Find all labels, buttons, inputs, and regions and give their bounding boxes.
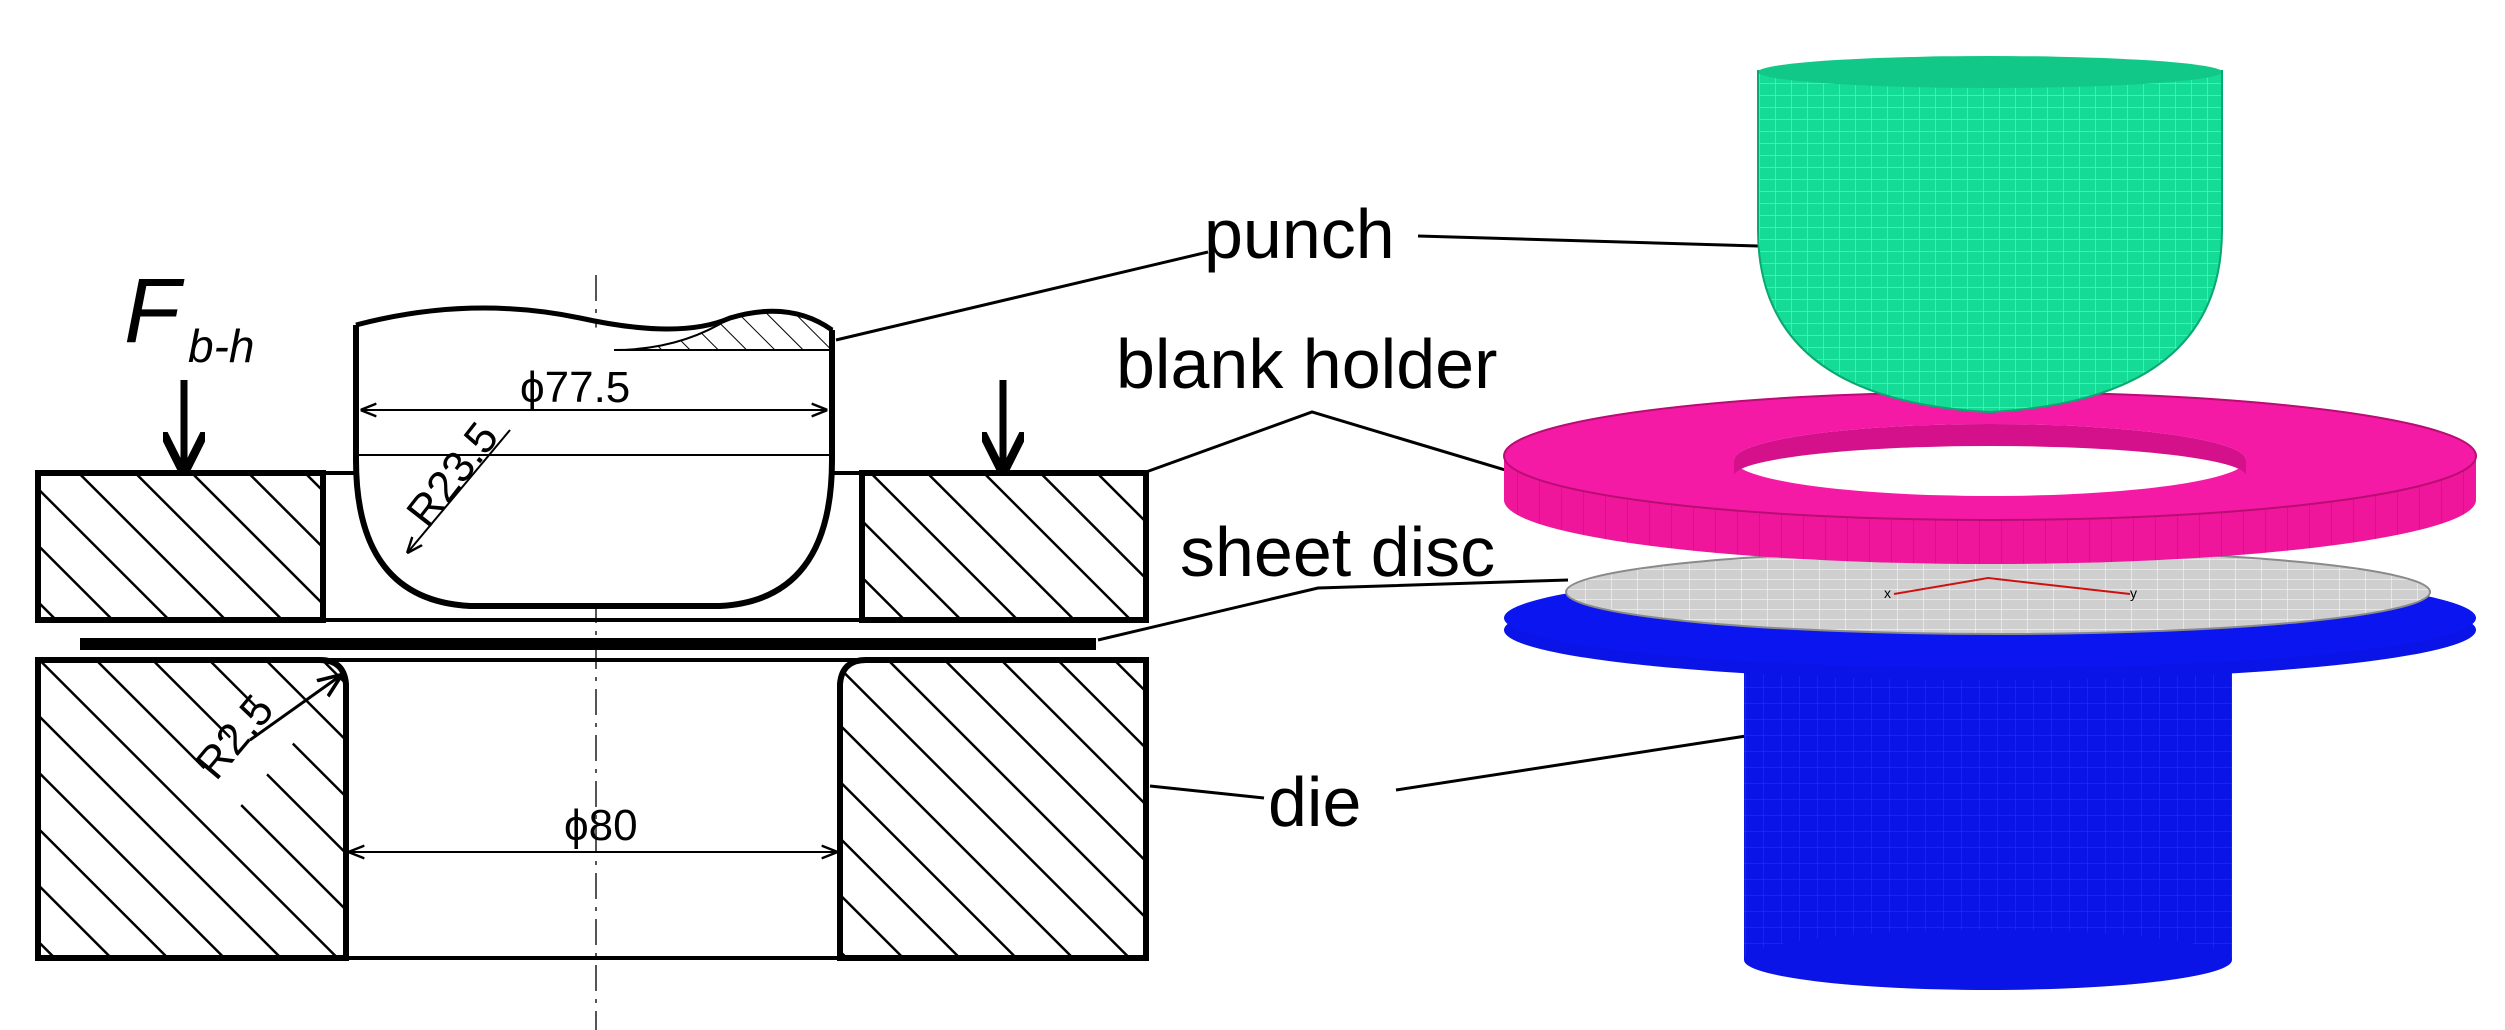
- cross-section-drawing: ϕ77.5 R23.5 F b-h R2.5 ϕ80: [35, 260, 1149, 1030]
- axis-x-label: x: [1884, 585, 1891, 601]
- punch-leader-left: [835, 250, 1209, 342]
- punch-section: [353, 325, 835, 609]
- punch-mesh: [1757, 56, 2223, 414]
- blank-holder-right-section: [859, 470, 1149, 623]
- punch-leader-right: [1417, 234, 1759, 248]
- die-radius-label-backdrop: [186, 690, 310, 824]
- fe-mesh-model: x y: [1503, 56, 2477, 990]
- sheet-disc-mesh: x y: [1565, 549, 2431, 635]
- sheet-disc-leader: [1097, 578, 1569, 642]
- label-blank-holder: blank holder: [1116, 325, 1497, 403]
- blank-holder-mesh: [1503, 391, 2477, 564]
- die-radius-leader: [249, 676, 340, 742]
- die-right-section: [837, 657, 1149, 961]
- part-labels: punch blank holder sheet disc die: [835, 195, 1759, 841]
- label-punch: punch: [1204, 195, 1395, 273]
- die-leader-right: [1395, 734, 1747, 792]
- blank-holder-leader: [1145, 410, 1533, 480]
- punch-radius-leader: [408, 429, 511, 552]
- punch-diameter-label: ϕ77.5: [520, 363, 630, 412]
- die-opening-label: ϕ80: [564, 801, 638, 850]
- die-mesh: [1504, 568, 2476, 990]
- die-leader-left: [1149, 784, 1265, 800]
- label-die: die: [1268, 763, 1361, 841]
- sheet-disc-section: [80, 638, 1096, 650]
- axis-y-label: y: [2130, 585, 2137, 601]
- force-subscript: b-h: [188, 320, 254, 372]
- force-symbol: F: [124, 260, 185, 362]
- punch-hatched-region: [613, 310, 833, 351]
- blank-holder-left-section: [35, 470, 326, 623]
- label-sheet-disc: sheet disc: [1180, 513, 1495, 591]
